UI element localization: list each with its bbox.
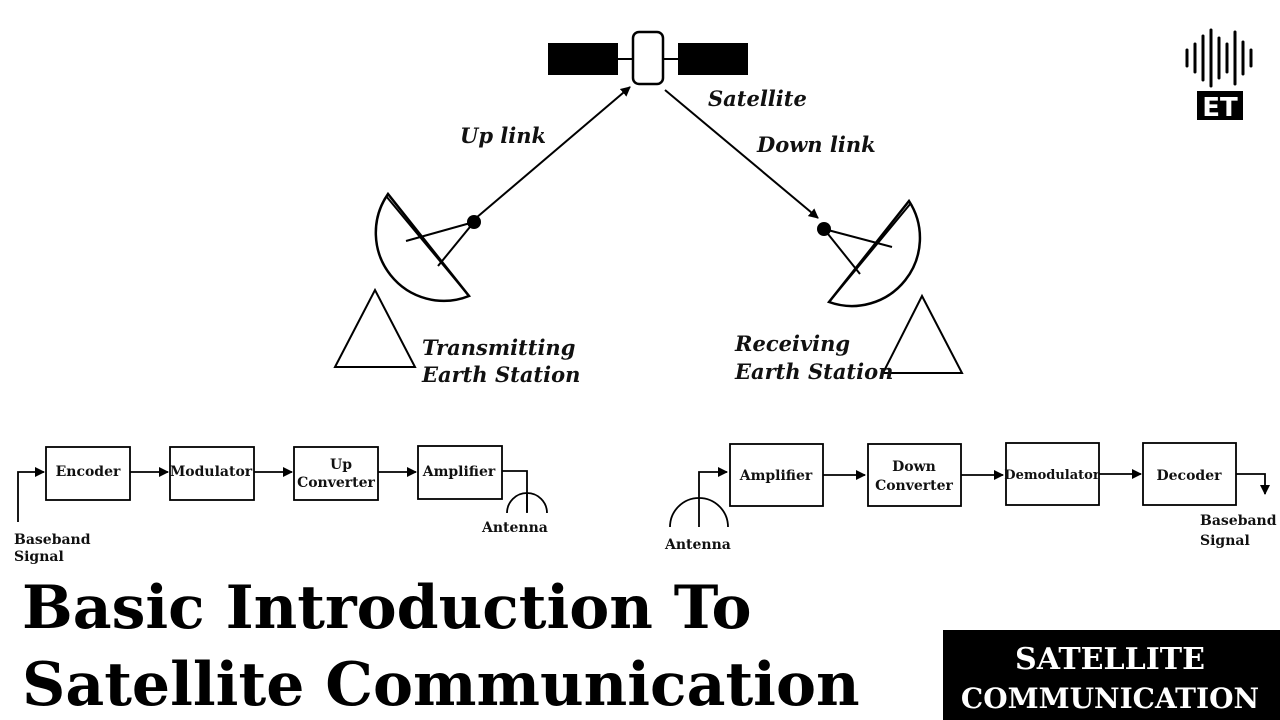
title-line-1: Basic Introduction To <box>22 573 752 643</box>
tx-station-label-2: Earth Station <box>421 362 580 387</box>
topic-badge <box>943 630 1280 720</box>
brand-logo-icon: ET <box>1185 28 1253 123</box>
tx-antenna-icon <box>506 492 548 514</box>
badge-line-2: COMMUNICATION <box>961 682 1259 715</box>
up-converter-block <box>293 446 379 501</box>
decoder-block <box>1142 442 1237 506</box>
satellite-icon <box>548 30 748 86</box>
rx-antenna-label: Antenna <box>664 537 731 553</box>
up-converter-label-2: Converter <box>297 475 375 491</box>
tx-amplifier-label: Amplifier <box>422 464 496 480</box>
rx-station-label-1: Receiving <box>734 331 850 356</box>
down-converter-label-2: Converter <box>875 478 953 494</box>
demodulator-block <box>1005 442 1100 506</box>
tx-station-label-1: Transmitting <box>422 335 575 360</box>
encoder-block <box>45 446 131 501</box>
rx-baseband-label-1: Baseband <box>1200 513 1277 529</box>
tx-antenna-label: Antenna <box>481 520 548 536</box>
rx-amplifier-label: Amplifier <box>739 468 813 484</box>
up-converter-label-1: Up <box>330 457 352 473</box>
modulator-label: Modulator <box>170 464 253 480</box>
tx-baseband-label-2: Signal <box>14 549 64 565</box>
satellite-label: Satellite <box>708 86 807 111</box>
rx-baseband-label-2: Signal <box>1200 533 1250 549</box>
rx-antenna-icon <box>669 497 729 528</box>
rx-amplifier-block <box>729 443 824 507</box>
modulator-block <box>169 446 255 501</box>
receive-chain: Antenna Amplifier Down Converter Demodul… <box>664 442 1277 553</box>
receiving-dish-icon <box>817 198 964 374</box>
uplink-label: Up link <box>460 123 546 148</box>
down-converter-label-1: Down <box>892 459 936 475</box>
tx-amplifier-block <box>417 445 503 500</box>
down-converter-block <box>867 443 962 507</box>
tx-baseband-label-1: Baseband <box>14 532 91 548</box>
downlink-label: Down link <box>756 132 876 157</box>
logo-text: ET <box>1202 93 1238 123</box>
transmitting-dish-icon <box>333 191 481 368</box>
rx-station-label-2: Earth Station <box>734 359 893 384</box>
encoder-label: Encoder <box>56 464 121 480</box>
downlink-arrow <box>664 89 819 219</box>
title-line-2: Satellite Communication <box>22 650 860 720</box>
badge-line-1: SATELLITE <box>1015 642 1205 677</box>
demodulator-label: Demodulator <box>1004 468 1100 483</box>
transmit-chain: Encoder Modulator Up Converter Amplifier… <box>14 445 548 565</box>
uplink-arrow <box>475 86 631 219</box>
decoder-label: Decoder <box>1157 468 1223 484</box>
